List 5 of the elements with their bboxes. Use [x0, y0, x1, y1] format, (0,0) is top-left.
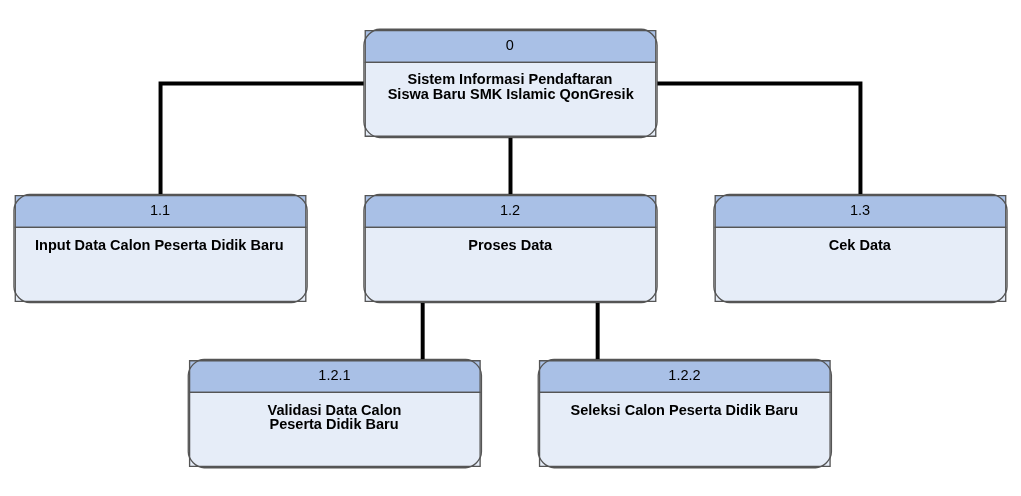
- connector: [657, 80, 863, 194]
- connector: [508, 137, 513, 194]
- connector: [595, 302, 600, 359]
- connector: [420, 302, 425, 359]
- connector: [158, 80, 364, 194]
